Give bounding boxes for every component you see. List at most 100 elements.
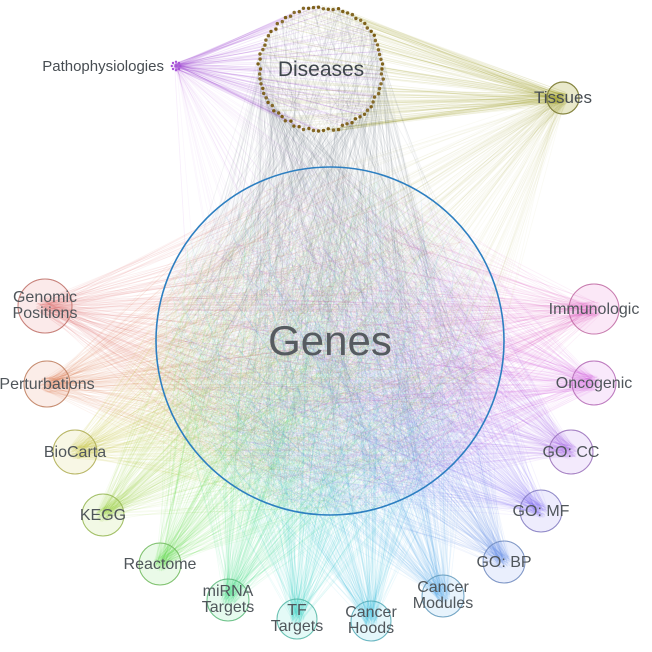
edge bbox=[47, 252, 274, 313]
edge bbox=[76, 278, 259, 454]
edge bbox=[76, 372, 241, 447]
edge bbox=[367, 336, 508, 563]
edge bbox=[41, 301, 448, 385]
edge bbox=[260, 53, 566, 95]
edge bbox=[202, 330, 232, 594]
edge bbox=[313, 385, 537, 508]
edge bbox=[292, 268, 336, 621]
edge bbox=[380, 285, 573, 447]
edge bbox=[71, 318, 465, 451]
edge bbox=[278, 452, 569, 456]
edge bbox=[308, 301, 599, 332]
label-line: Hoods bbox=[348, 620, 394, 637]
edge bbox=[380, 84, 562, 103]
edge bbox=[371, 256, 439, 617]
pathophysiology-dot bbox=[177, 61, 181, 65]
edge bbox=[39, 387, 246, 492]
edge bbox=[174, 66, 387, 211]
edge bbox=[301, 340, 503, 562]
edge bbox=[71, 201, 276, 455]
edge bbox=[369, 362, 443, 617]
disease-dot bbox=[379, 57, 383, 61]
edge bbox=[47, 293, 353, 304]
edge bbox=[208, 289, 232, 597]
edge bbox=[36, 302, 415, 435]
edge bbox=[430, 98, 564, 421]
edge bbox=[313, 451, 574, 509]
edge bbox=[78, 451, 307, 498]
edge bbox=[331, 202, 372, 618]
edge bbox=[227, 376, 463, 595]
edge bbox=[257, 222, 542, 514]
edge bbox=[371, 31, 563, 102]
edge bbox=[294, 358, 490, 619]
edge bbox=[188, 96, 561, 419]
node-pathophysiologies[interactable] bbox=[170, 60, 182, 72]
edge bbox=[361, 22, 563, 105]
edge bbox=[77, 328, 416, 455]
edge bbox=[46, 302, 390, 308]
edge bbox=[436, 311, 592, 345]
edge bbox=[174, 63, 371, 109]
edge bbox=[343, 416, 499, 564]
edge bbox=[75, 226, 269, 457]
edge bbox=[242, 72, 382, 435]
edge bbox=[253, 254, 571, 460]
edge bbox=[47, 391, 207, 417]
edge bbox=[364, 237, 368, 627]
edge bbox=[173, 41, 266, 68]
edge bbox=[341, 186, 568, 454]
edge bbox=[231, 510, 351, 595]
edge bbox=[477, 336, 591, 378]
edge bbox=[225, 402, 445, 595]
edge bbox=[236, 250, 573, 447]
edge bbox=[449, 350, 538, 514]
edge bbox=[44, 211, 289, 389]
edge bbox=[258, 453, 572, 471]
edge bbox=[256, 102, 563, 351]
edge bbox=[382, 64, 446, 358]
edge bbox=[73, 280, 473, 449]
edge bbox=[248, 411, 509, 557]
edge bbox=[266, 251, 375, 624]
edge bbox=[46, 376, 465, 379]
edge bbox=[327, 423, 378, 620]
edge bbox=[106, 216, 250, 519]
edge bbox=[239, 452, 567, 459]
disease-dot bbox=[350, 12, 355, 17]
edge bbox=[293, 299, 566, 457]
disease-dot bbox=[376, 91, 381, 96]
edge bbox=[162, 300, 395, 561]
edge bbox=[292, 357, 381, 618]
edge bbox=[46, 212, 298, 388]
edge bbox=[249, 397, 376, 621]
edge bbox=[277, 25, 561, 96]
edge bbox=[371, 102, 479, 411]
edge bbox=[313, 312, 590, 427]
edge bbox=[246, 309, 602, 431]
edge bbox=[54, 329, 429, 385]
edge bbox=[296, 486, 367, 624]
label-immunologic: Immunologic bbox=[549, 301, 640, 318]
edge bbox=[40, 301, 182, 348]
edge bbox=[49, 391, 422, 429]
edge bbox=[290, 41, 376, 356]
edge bbox=[374, 416, 403, 621]
edge bbox=[377, 407, 548, 509]
edge bbox=[69, 400, 370, 456]
edge bbox=[225, 228, 247, 598]
edge bbox=[257, 66, 428, 477]
edge bbox=[161, 199, 410, 564]
edge bbox=[157, 264, 336, 567]
edge bbox=[153, 454, 289, 567]
edge bbox=[185, 363, 569, 458]
edge bbox=[227, 350, 494, 602]
edge bbox=[101, 257, 236, 517]
edge bbox=[158, 182, 378, 562]
edge bbox=[239, 444, 506, 565]
edge bbox=[174, 64, 264, 92]
edge bbox=[431, 451, 567, 454]
edge bbox=[245, 91, 565, 428]
edge bbox=[369, 186, 568, 449]
